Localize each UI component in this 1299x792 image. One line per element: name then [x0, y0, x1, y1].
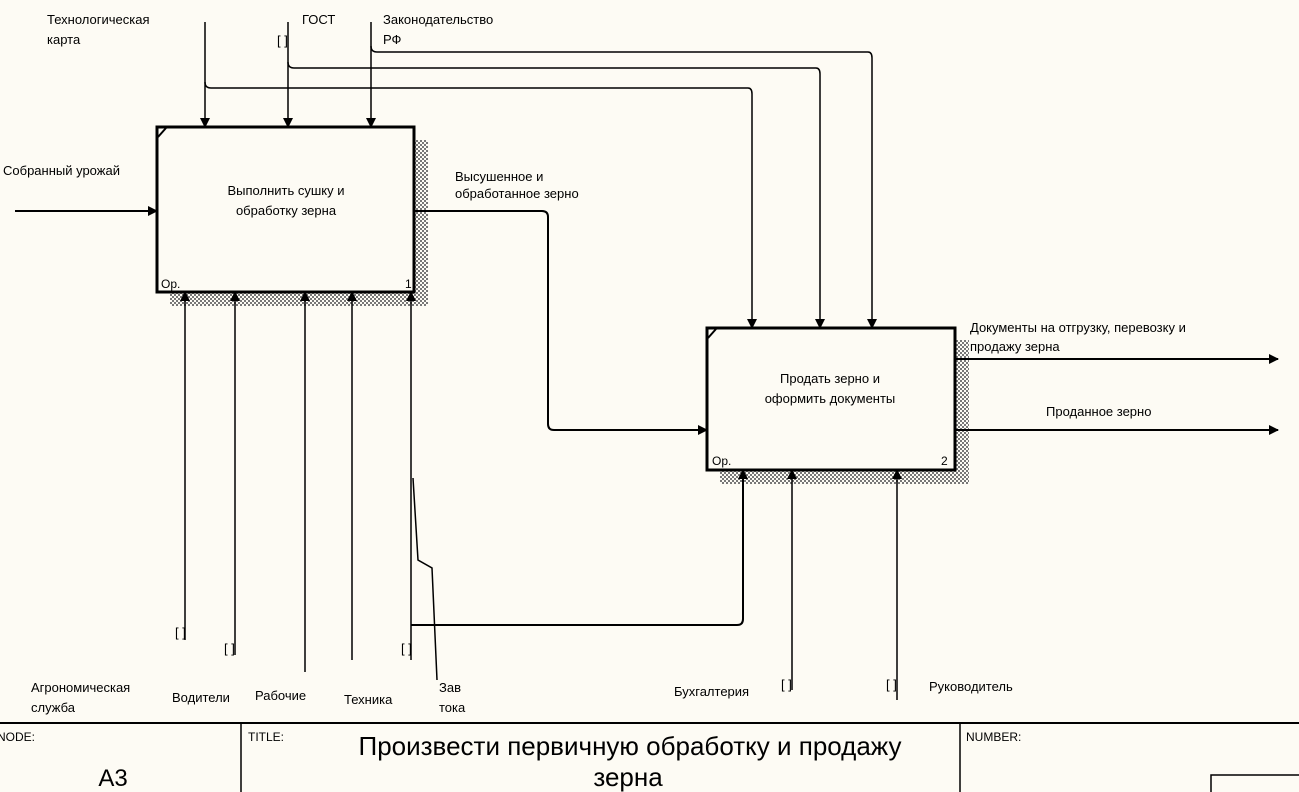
- output-label: обработанное зерно: [455, 186, 579, 201]
- box-shadow: [170, 292, 428, 306]
- control-label: ГОСТ: [302, 12, 335, 27]
- box-number: 2: [941, 454, 948, 468]
- mechanism-label: Зав: [439, 680, 461, 695]
- output-label: Документы на отгрузку, перевозку и: [970, 320, 1186, 335]
- node-value: A3: [98, 765, 127, 792]
- arrow-law-branch[interactable]: [370, 45, 877, 329]
- box-frame: [155, 125, 416, 294]
- arrow-dried-grain[interactable]: [414, 210, 708, 435]
- diagram-title: зерна: [593, 762, 663, 792]
- arrow-zav-toka-branch[interactable]: [411, 469, 748, 626]
- box-shadow: [720, 470, 969, 484]
- tunnel-icon: [ ]: [401, 641, 412, 656]
- tunnel-icon: [ ]: [224, 641, 235, 656]
- arrow-tech-map-branch[interactable]: [204, 81, 757, 329]
- node-label: NODE:: [0, 730, 35, 744]
- corner-mark: [157, 127, 167, 138]
- mechanism-label: Агрономическая: [31, 680, 130, 695]
- output-label: Проданное зерно: [1046, 404, 1151, 419]
- control-label: карта: [47, 32, 81, 47]
- number-label: NUMBER:: [966, 730, 1021, 744]
- box-label: оформить документы: [765, 391, 896, 406]
- mechanism-label: Рабочие: [255, 688, 306, 703]
- tunnel-icon: [ ]: [277, 33, 288, 48]
- input-label: Собранный урожай: [3, 163, 120, 178]
- arrow-gost-branch[interactable]: [287, 61, 825, 329]
- mechanism-label: Руководитель: [929, 679, 1013, 694]
- control-label: Технологическая: [47, 12, 150, 27]
- box-op: Ор.: [712, 454, 731, 468]
- mechanism-label: Техника: [344, 692, 393, 707]
- output-label: продажу зерна: [970, 339, 1060, 354]
- output-label: Высушенное и: [455, 169, 543, 184]
- mechanism-label: тока: [439, 700, 466, 715]
- tunnel-icon: [ ]: [175, 625, 186, 640]
- box-frame: [705, 326, 957, 472]
- arrow-zav-toka-squiggle: [412, 477, 438, 681]
- title-block: NODE: A3 TITLE: Произвести первичную обр…: [0, 722, 1299, 792]
- mechanism-label: Бухгалтерия: [674, 684, 749, 699]
- control-label: Законодательство: [383, 12, 493, 27]
- box-label: обработку зерна: [236, 203, 337, 218]
- box-shadow: [955, 340, 969, 484]
- corner-mark: [707, 328, 717, 339]
- tunnel-icon: [ ]: [886, 677, 897, 692]
- control-label: РФ: [383, 32, 402, 47]
- mechanism-label: служба: [31, 700, 76, 715]
- box-label: Продать зерно и: [780, 371, 880, 386]
- diagram-title: Произвести первичную обработку и продажу: [359, 731, 902, 761]
- title-label: TITLE:: [248, 730, 284, 744]
- mechanism-arrows: [180, 291, 902, 700]
- box-op: Ор.: [161, 277, 180, 291]
- tunnel-icon: [ ]: [781, 677, 792, 692]
- box-shadow: [414, 140, 428, 306]
- activity-box-1[interactable]: Выполнить сушку и обработку зерна Ор. 1: [155, 125, 428, 306]
- number-box: [1210, 774, 1299, 792]
- box-label: Выполнить сушку и: [228, 183, 345, 198]
- box-number: 1: [405, 277, 412, 291]
- mechanism-label: Водители: [172, 690, 230, 705]
- activity-box-2[interactable]: Продать зерно и оформить документы Ор. 2: [705, 326, 969, 484]
- control-arrows: [200, 22, 877, 329]
